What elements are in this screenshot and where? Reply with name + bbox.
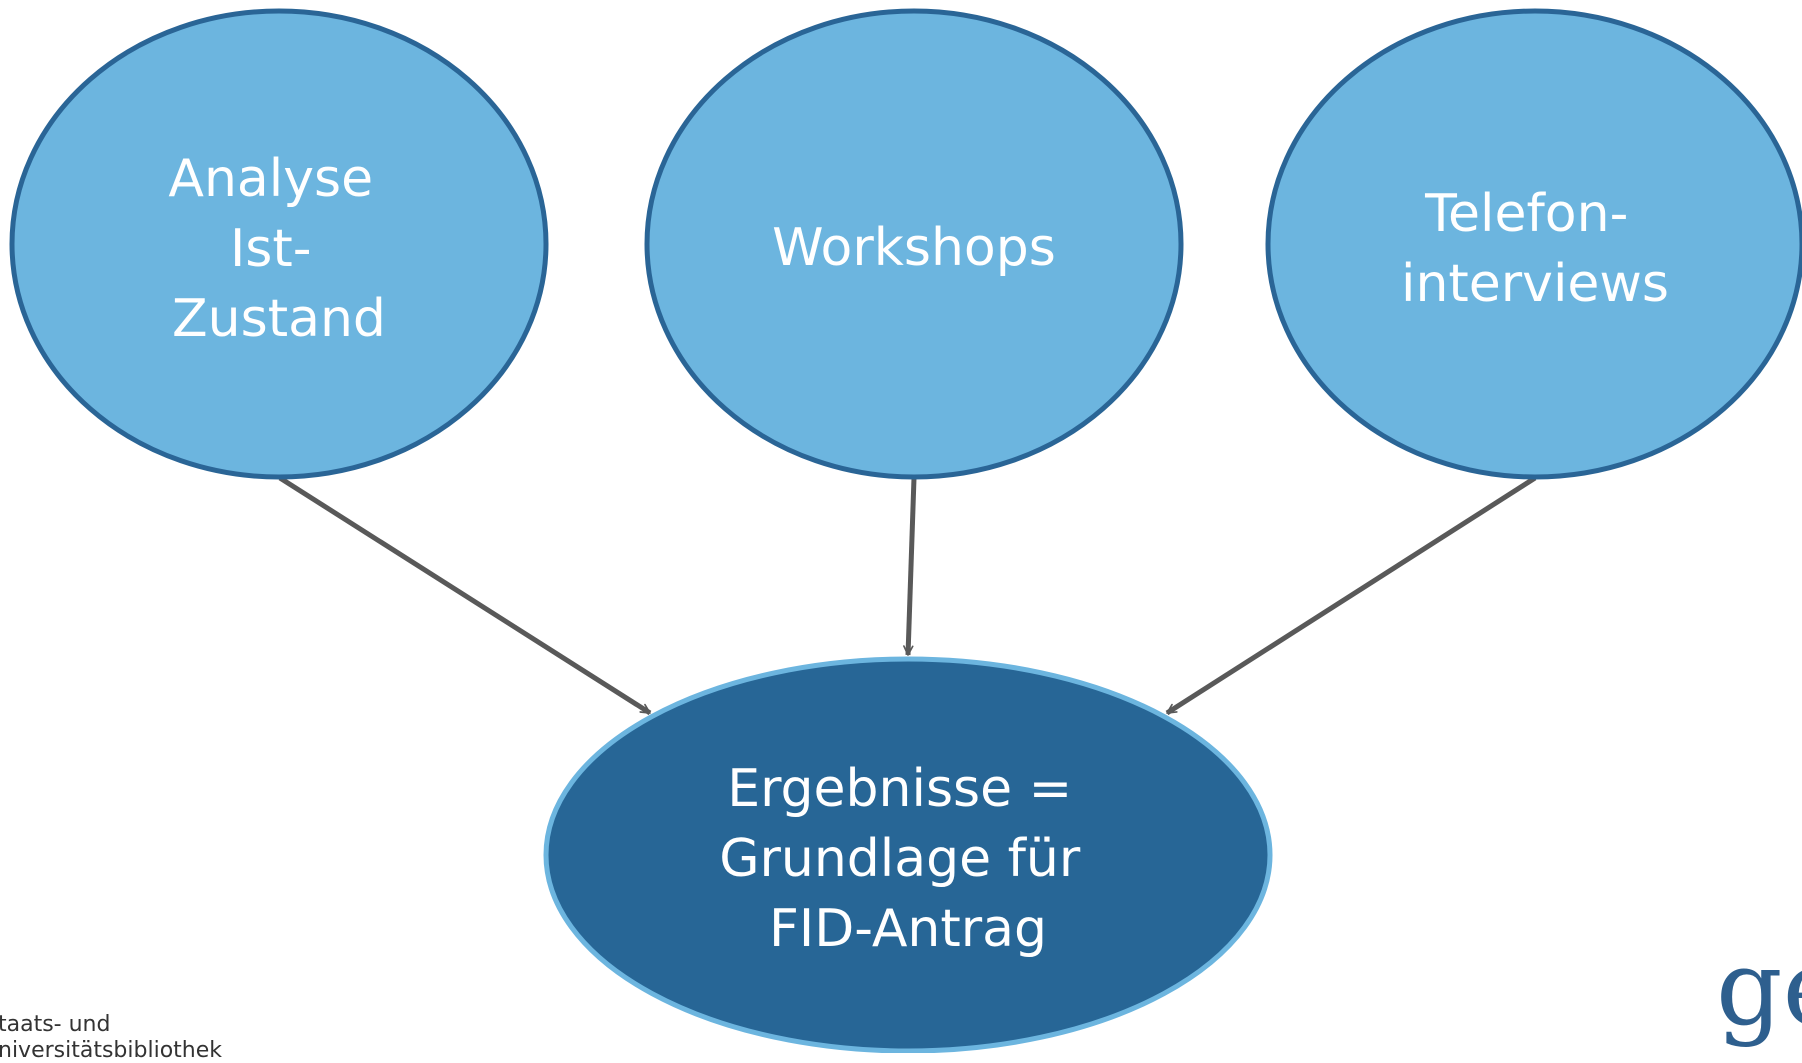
logo-fragment: ge [1716, 927, 1802, 1049]
node-workshops-line-1: Workshops [772, 218, 1056, 278]
edge-telefon-to-ergebnisse [1165, 475, 1537, 716]
library-name-line-1: taats- und [0, 1012, 111, 1037]
node-telefon-label: Telefon- interviews [1401, 184, 1669, 314]
node-telefon: Telefon- interviews [1265, 8, 1802, 480]
node-ergebnisse-label: Ergebnisse = Grundlage für FID-Antrag [719, 759, 1097, 959]
edge-analyse-to-ergebnisse [278, 475, 652, 716]
node-analyse-shape [9, 8, 549, 480]
edge-group [278, 475, 1537, 716]
node-analyse-label: Analyse Ist- Zustand [168, 149, 389, 349]
node-analyse-line-2: Ist- [230, 219, 312, 279]
node-analyse-line-1: Analyse [168, 149, 373, 209]
node-analyse-line-3: Zustand [172, 289, 386, 349]
node-workshops: Workshops [644, 8, 1184, 480]
node-telefon-line-1: Telefon- [1424, 184, 1628, 244]
node-telefon-line-2: interviews [1401, 254, 1669, 314]
edge-workshops-to-ergebnisse [903, 477, 917, 656]
node-ergebnisse-shape [543, 656, 1273, 1053]
node-ergebnisse-line-2: Grundlage für [719, 829, 1081, 889]
node-telefon-shape [1265, 8, 1802, 480]
node-workshops-shape [644, 8, 1184, 480]
node-ergebnisse-line-3: FID-Antrag [769, 899, 1047, 959]
node-analyse: Analyse Ist- Zustand [9, 8, 549, 480]
node-workshops-label: Workshops [772, 218, 1056, 278]
library-name-line-2: niversitätsbibliothek [0, 1038, 222, 1063]
node-ergebnisse-line-1: Ergebnisse = [727, 759, 1072, 819]
node-ergebnisse: Ergebnisse = Grundlage für FID-Antrag [543, 656, 1273, 1053]
